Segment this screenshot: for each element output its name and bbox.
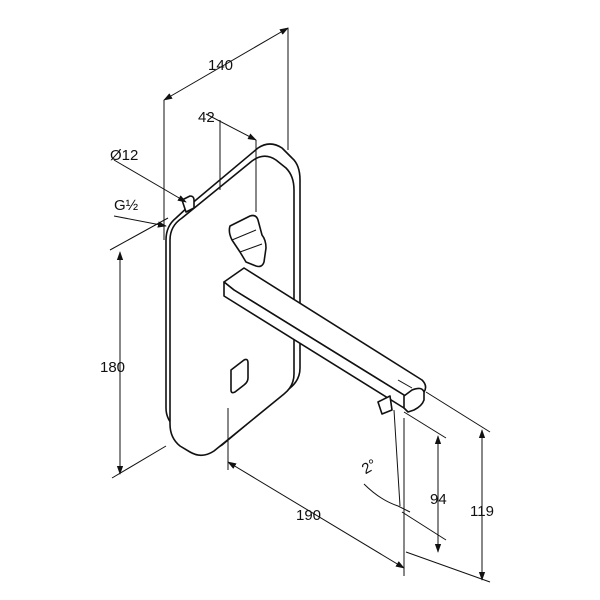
dimension-outlet-94: 94 [401, 411, 447, 553]
connection-pipe [181, 195, 195, 213]
dimension-depth-42: 42 [198, 109, 257, 212]
label-119: 119 [470, 503, 494, 520]
label-g-half: G½ [114, 197, 139, 214]
label-94: 94 [430, 491, 447, 508]
dimension-spout-190: 190 [227, 408, 405, 576]
dimension-width-140: 140 [163, 27, 289, 240]
label-angle-2: 2° [359, 456, 380, 478]
label-180: 180 [100, 359, 125, 376]
temperature-lever [228, 214, 267, 268]
label-140: 140 [208, 57, 233, 74]
dimension-angle-2: 2° [359, 409, 411, 513]
leader-thread-g-half: G½ [113, 197, 167, 228]
label-42: 42 [198, 109, 215, 126]
sensor-window [230, 358, 249, 394]
dimension-outlet-119: 119 [405, 391, 494, 583]
dimension-height-180: 180 [100, 217, 169, 479]
label-d12: Ø12 [110, 147, 138, 164]
spout [223, 267, 427, 415]
label-190: 190 [296, 507, 321, 524]
leader-diameter-12: Ø12 [110, 147, 187, 203]
aerator [377, 395, 393, 415]
